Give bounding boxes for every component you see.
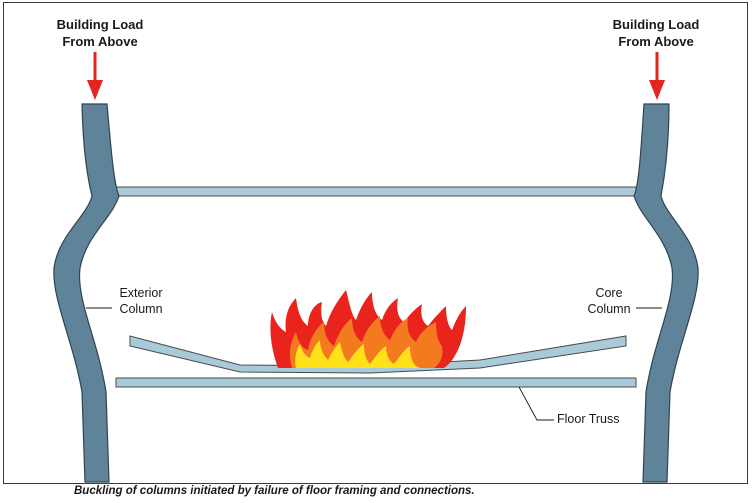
flame-yellow-layer [295,340,420,368]
load-label-right: Building Load From Above [596,16,716,50]
exterior-column [53,103,120,483]
core-column-label: Core Column [564,285,654,317]
core-column-label-line1: Core [595,286,623,300]
core-column-label-line2: Column [587,302,631,316]
figure-frame [3,2,748,484]
load-label-right-line2: From Above [618,34,694,49]
exterior-column-label: Exterior Column [96,285,186,317]
core-column [633,103,699,483]
exterior-column-label-line1: Exterior [119,286,163,300]
load-arrow-left [87,52,103,100]
load-label-left-line2: From Above [62,34,138,49]
upper-floor-truss [113,186,637,197]
fire-icon [270,290,466,368]
exterior-column-label-line2: Column [119,302,163,316]
figure-caption: Buckling of columns initiated by failure… [74,485,475,497]
load-label-right-line1: Building Load [612,17,700,32]
load-label-left-line1: Building Load [56,17,144,32]
floor-truss-leader [518,386,554,421]
load-label-left: Building Load From Above [40,16,160,50]
floor-truss-label: Floor Truss [557,412,620,426]
floor-truss [115,377,637,388]
load-arrow-right [649,52,665,100]
